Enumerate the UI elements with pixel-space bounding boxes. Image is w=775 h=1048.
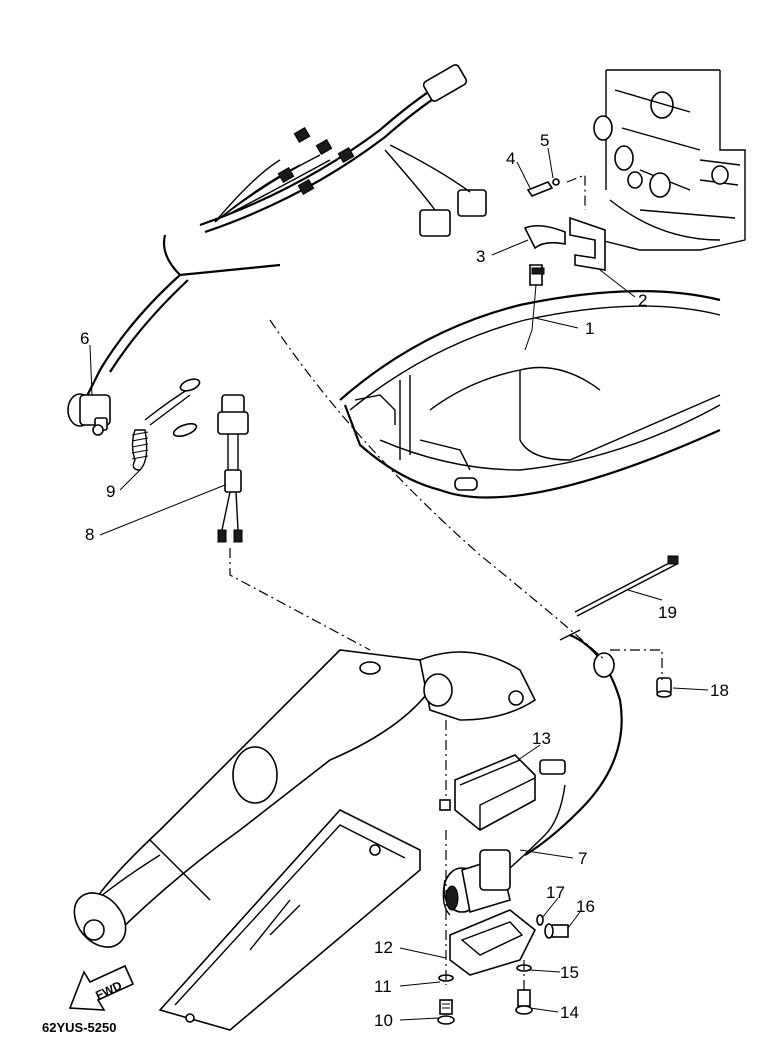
fasteners xyxy=(437,677,672,1025)
cover-part-12 xyxy=(449,909,537,976)
tiller-handle xyxy=(73,649,537,948)
stop-switch-part-8 xyxy=(217,394,249,543)
callout-11: 11 xyxy=(374,977,392,996)
leader-lines xyxy=(89,147,709,1021)
callout-13: 13 xyxy=(532,729,551,748)
callout-5: 5 xyxy=(540,131,549,150)
callout-2: 2 xyxy=(638,291,647,310)
connector-part-6 xyxy=(67,393,111,436)
callout-15: 15 xyxy=(560,963,579,982)
wire-harness xyxy=(84,64,487,401)
callout-4: 4 xyxy=(506,149,515,168)
cable-and-tie xyxy=(524,555,679,856)
callout-10: 10 xyxy=(374,1011,393,1030)
callout-3: 3 xyxy=(476,247,485,266)
callout-7: 7 xyxy=(578,849,587,868)
callout-16: 16 xyxy=(576,897,595,916)
diagram-code: 62YUS-5250 xyxy=(42,1020,116,1035)
callout-12: 12 xyxy=(374,938,393,957)
callout-18: 18 xyxy=(710,681,729,700)
routing-lines xyxy=(229,174,663,990)
callout-19: 19 xyxy=(658,603,677,622)
lower-cover xyxy=(158,809,421,1031)
bottom-cowling xyxy=(339,290,721,499)
lanyard-part-9 xyxy=(131,378,201,471)
callout-8: 8 xyxy=(85,525,94,544)
bracket-assembly xyxy=(523,178,606,351)
engine-block xyxy=(593,69,746,251)
main-switch-part-7 xyxy=(442,759,566,916)
fwd-arrow: FWD xyxy=(68,964,135,1011)
callout-labels: 1 2 3 4 5 6 7 8 9 10 11 12 13 14 15 16 1… xyxy=(80,131,729,1030)
callout-14: 14 xyxy=(560,1003,579,1022)
callout-6: 6 xyxy=(80,329,89,348)
callout-1: 1 xyxy=(585,319,594,338)
cover-part-13 xyxy=(439,754,536,831)
callout-17: 17 xyxy=(546,883,565,902)
callout-9: 9 xyxy=(106,482,115,501)
